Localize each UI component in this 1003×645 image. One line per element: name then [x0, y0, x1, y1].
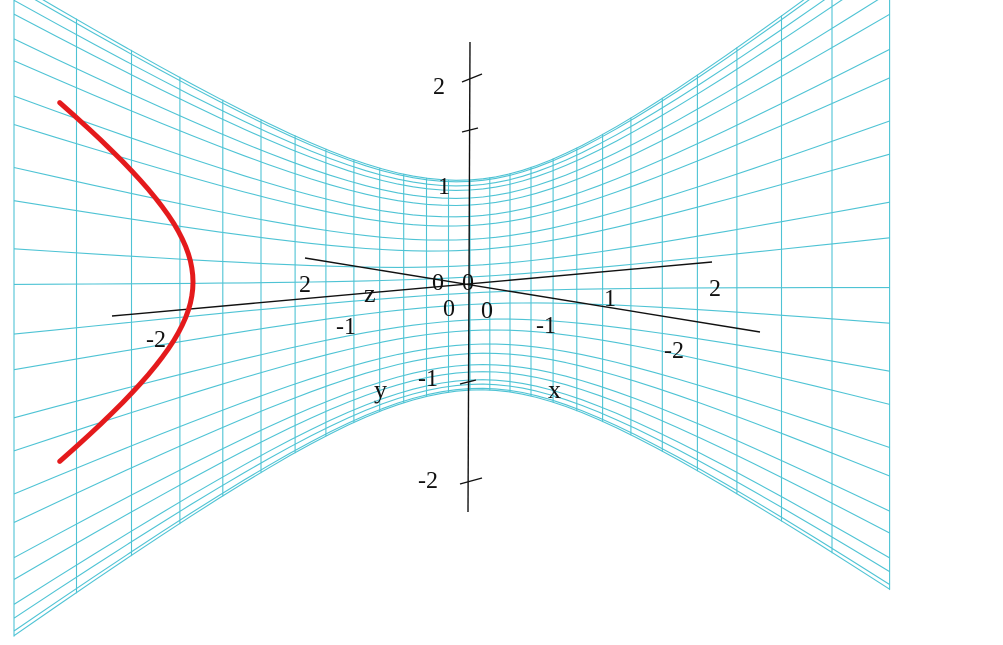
- mesh-generator: [13, 389, 890, 637]
- mesh-generator: [13, 0, 826, 187]
- horizontal-tick-label-1: 1: [604, 286, 616, 312]
- mesh-generator: [13, 0, 879, 199]
- vertical-tick-label-1: 1: [438, 174, 450, 200]
- mesh-generator: [13, 383, 890, 619]
- vertical-tick-2: [461, 73, 483, 83]
- mesh-generator: [34, 0, 810, 183]
- z-axis-name: z: [364, 279, 376, 308]
- horizontal-axis-line: [304, 257, 761, 333]
- depth-tick-label-2: 2: [299, 272, 311, 298]
- hyperboloid-mesh: [13, 0, 891, 637]
- depth-axis-line: [111, 261, 713, 317]
- mesh-generator: [13, 13, 890, 207]
- vertical-tick-m2: [459, 477, 483, 485]
- vertical-axis-line: [467, 41, 471, 513]
- mesh-generator: [13, 201, 890, 268]
- vertical-tick-label-m1: -1: [418, 366, 438, 392]
- mesh-generator: [13, 77, 890, 227]
- axes: [111, 41, 761, 513]
- mesh-generator: [13, 352, 890, 523]
- mesh-generator: [13, 364, 890, 559]
- depth-tick-label-m1: -1: [336, 314, 356, 340]
- depth-tick-label-m2: -2: [146, 327, 166, 353]
- origin-label-center-left: 0: [432, 270, 444, 296]
- vertical-tick-label-m2: -2: [418, 468, 438, 494]
- vertical-tick-m1: [459, 379, 477, 385]
- y-axis-name: y: [374, 375, 387, 404]
- vertical-tick-label-2: 2: [433, 74, 445, 100]
- mesh-generator: [13, 237, 890, 285]
- mesh-generator: [13, 302, 890, 371]
- mesh-generator: [42, 0, 805, 181]
- horizontal-tick-label-0: 0: [481, 298, 493, 324]
- mesh-generator: [13, 153, 890, 252]
- mesh-generator: [13, 371, 890, 580]
- horizontal-tick-label-2: 2: [709, 276, 721, 302]
- mesh-generator: [13, 0, 843, 191]
- mesh-generator: [13, 387, 890, 632]
- mesh-generator: [13, 120, 890, 241]
- depth-tick-label-0: 0: [443, 296, 455, 322]
- mesh-generator: [13, 329, 890, 452]
- mesh-generator: [13, 379, 890, 605]
- tick-labels: 2 1 -1 -2 2 -1 0 -2 0 1 2 -1 -2 0 0 z y …: [146, 74, 721, 494]
- horizontal-tick-label-m2: -2: [664, 338, 684, 364]
- horizontal-tick-label-m1: -1: [536, 313, 556, 339]
- vertical-tick-1: [461, 127, 479, 133]
- origin-label-center-right: 0: [462, 270, 474, 296]
- mesh-generator: [13, 343, 890, 495]
- x-axis-name: x: [548, 375, 561, 404]
- mesh-generator: [13, 318, 890, 419]
- hyperbola-curve: [57, 100, 196, 464]
- mesh-generator: [13, 48, 890, 218]
- mesh-generator: [13, 287, 890, 335]
